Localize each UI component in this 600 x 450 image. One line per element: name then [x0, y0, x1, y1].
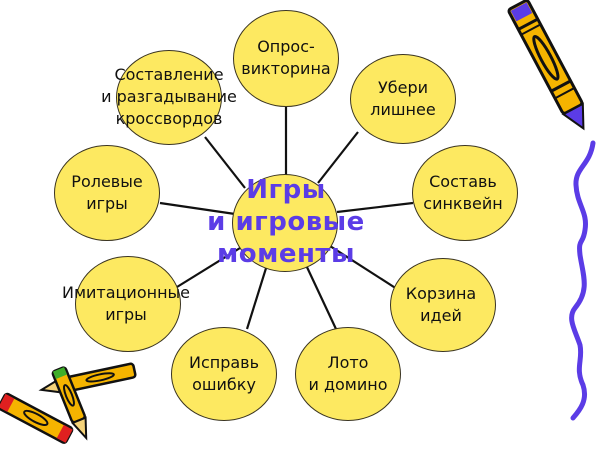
label-line: Ролевые — [71, 172, 143, 191]
label-rolevye: Ролевые игры — [71, 171, 142, 215]
label-isprav: Исправь ошибку — [189, 352, 259, 396]
label-line: игры — [105, 305, 147, 324]
label-imitac: Имитационные игры — [62, 282, 190, 326]
label-line: кроссвордов — [115, 109, 223, 128]
label-line: синквейн — [423, 194, 503, 213]
label-line: Исправь — [188, 353, 260, 372]
center-title: Игры и игровые моменты — [207, 174, 365, 270]
label-line: Опрос- — [257, 37, 315, 56]
label-korzina: Корзина идей — [406, 283, 476, 327]
label-line: игры — [86, 194, 128, 213]
center-title-line2: и игровые — [207, 207, 365, 237]
label-sostav: Составь синквейн — [423, 171, 502, 215]
label-loto: Лото и домино — [308, 352, 387, 396]
center-title-line1: Игры — [246, 175, 326, 205]
center-node — [232, 174, 338, 272]
label-line: викторина — [241, 59, 331, 78]
node-loto — [295, 327, 401, 421]
label-line: Лото — [327, 353, 369, 372]
node-sostav — [412, 145, 518, 241]
label-uberi: Убери лишнее — [370, 77, 435, 121]
node-imitac — [75, 256, 181, 352]
node-opros — [233, 10, 339, 107]
label-line: и домино — [308, 375, 388, 394]
label-line: лишнее — [370, 100, 436, 119]
label-opros: Опрос- викторина — [241, 36, 330, 80]
label-line: Имитационные — [61, 283, 191, 302]
center-title-line3: моменты — [216, 239, 356, 269]
label-line: Убери — [377, 78, 429, 97]
node-krossvord — [116, 50, 222, 145]
node-uberi — [350, 54, 456, 144]
label-line: Составление — [114, 65, 224, 84]
label-line: Составь — [429, 172, 497, 191]
label-line: и разгадывание — [101, 87, 237, 106]
label-line: ошибку — [192, 375, 256, 394]
node-isprav — [171, 327, 277, 421]
node-korzina — [390, 258, 496, 352]
label-line: идей — [420, 306, 462, 325]
node-rolevye — [54, 145, 160, 241]
label-krossvord: Составление и разгадывание кроссвордов — [101, 64, 237, 130]
label-line: Корзина — [405, 284, 477, 303]
